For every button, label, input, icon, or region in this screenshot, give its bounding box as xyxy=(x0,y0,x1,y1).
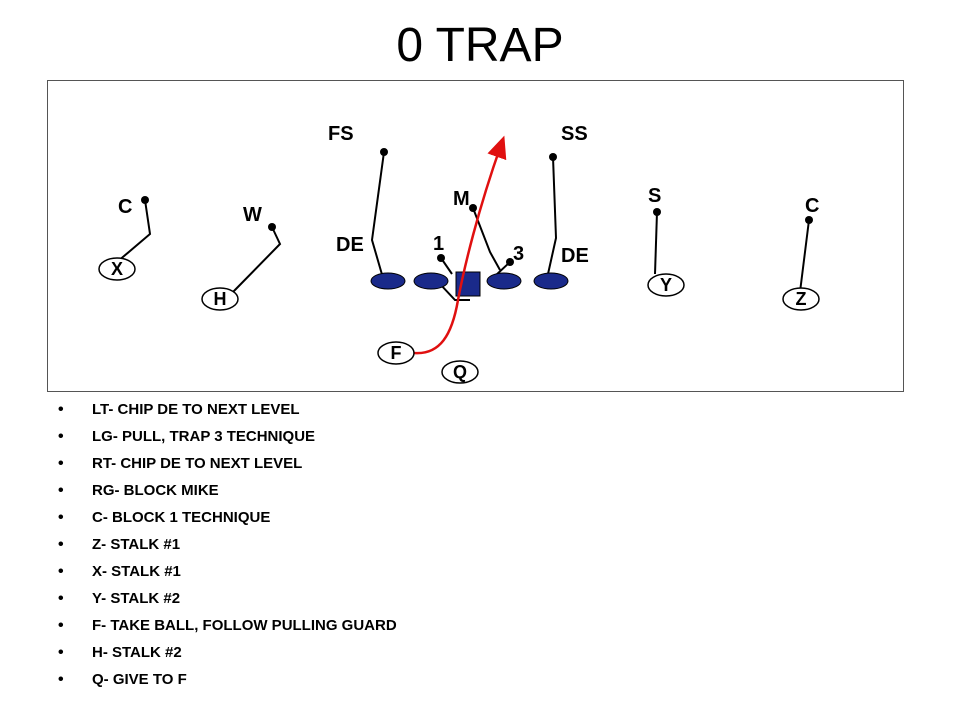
assignment-item: RT- CHIP DE TO NEXT LEVEL xyxy=(58,454,397,481)
y-receiver xyxy=(647,273,685,297)
s-dot xyxy=(653,208,661,216)
f-label: F xyxy=(391,343,402,363)
h-receiver xyxy=(201,287,239,311)
left-guard xyxy=(413,272,449,290)
q-label: Q xyxy=(453,362,467,382)
three-tech-label: 3 xyxy=(513,243,524,265)
ball-carrier-path xyxy=(413,135,507,355)
fs-route-line xyxy=(370,151,385,279)
assignment-item: H- STALK #2 xyxy=(58,643,397,670)
z-receiver xyxy=(782,287,820,311)
c-right-label: C xyxy=(805,195,819,217)
de-right-label: DE xyxy=(561,245,589,267)
assignment-item: C- BLOCK 1 TECHNIQUE xyxy=(58,508,397,535)
play-diagram-frame xyxy=(47,80,904,392)
c-right-dot xyxy=(805,216,813,224)
assignment-item: X- STALK #1 xyxy=(58,562,397,589)
one-tech-dot xyxy=(437,254,445,262)
ss-label: SS xyxy=(561,123,588,145)
assignment-item: Y- STALK #2 xyxy=(58,589,397,616)
y-label: Y xyxy=(660,275,672,295)
c-left-dot xyxy=(141,196,149,204)
assignment-item: RG- BLOCK MIKE xyxy=(58,481,397,508)
assignment-list: LT- CHIP DE TO NEXT LEVEL LG- PULL, TRAP… xyxy=(58,400,397,697)
s-stalk-line xyxy=(654,211,658,275)
lg-pull-line xyxy=(439,283,470,301)
assignment-item: LT- CHIP DE TO NEXT LEVEL xyxy=(58,400,397,427)
play-diagram: FS SS M S C C W DE DE 1 3 X H Y Z F Q xyxy=(98,123,820,384)
x-label: X xyxy=(111,259,123,279)
c-left-label: C xyxy=(118,196,132,218)
one-tech-label: 1 xyxy=(433,233,444,255)
assignment-item: Q- GIVE TO F xyxy=(58,670,397,697)
mike-dot xyxy=(469,204,477,212)
right-guard xyxy=(486,272,522,290)
three-tech-dot xyxy=(506,258,514,266)
mike-label: M xyxy=(453,188,470,210)
assignment-item: LG- PULL, TRAP 3 TECHNIQUE xyxy=(58,427,397,454)
c-right-stalk-line xyxy=(799,219,810,293)
ss-route-line xyxy=(547,156,558,275)
play-title: 0 TRAP xyxy=(396,19,564,72)
f-back xyxy=(377,341,415,365)
z-label: Z xyxy=(796,289,807,309)
w-dot xyxy=(268,223,276,231)
fs-dot xyxy=(380,148,388,156)
ss-dot xyxy=(549,153,557,161)
w-label: W xyxy=(243,204,262,226)
right-tackle xyxy=(533,272,569,290)
x-receiver xyxy=(98,257,136,281)
s-label: S xyxy=(648,185,661,207)
assignment-item: Z- STALK #1 xyxy=(58,535,397,562)
w-stalk-line xyxy=(232,226,282,293)
assignment-item: F- TAKE BALL, FOLLOW PULLING GUARD xyxy=(58,616,397,643)
c-left-stalk-line xyxy=(116,199,152,263)
fs-label: FS xyxy=(328,123,354,145)
quarterback xyxy=(441,360,479,384)
h-label: H xyxy=(214,289,227,309)
left-tackle xyxy=(370,272,406,290)
mike-block-line xyxy=(472,207,501,271)
de-left-label: DE xyxy=(336,234,364,256)
